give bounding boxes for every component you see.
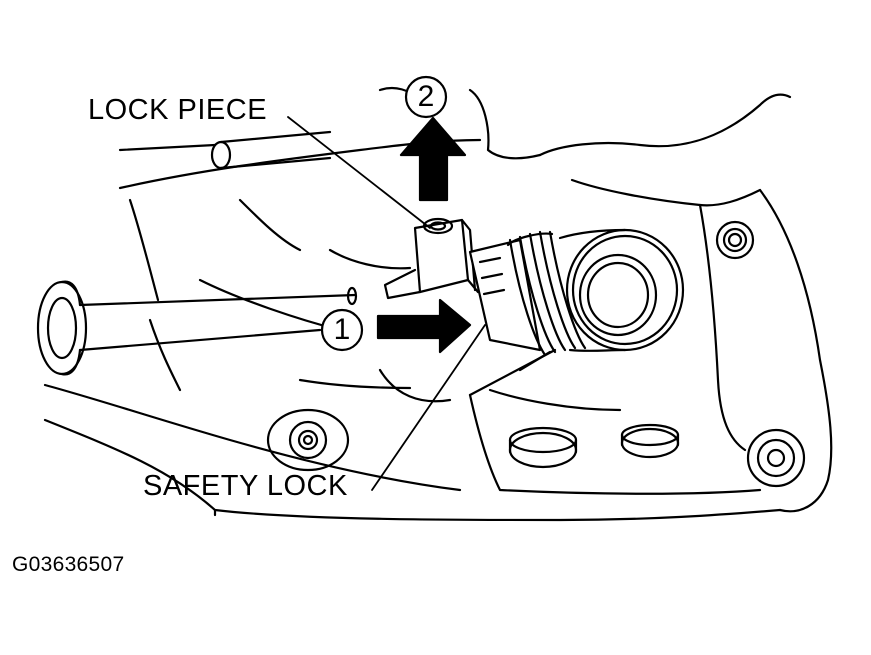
lock-piece-leader bbox=[287, 116, 431, 229]
step-2-number: 2 bbox=[417, 80, 435, 113]
release-rod bbox=[36, 280, 358, 376]
lock-piece-block bbox=[383, 217, 480, 300]
push-right-arrow bbox=[376, 298, 472, 354]
safety-lock-label: SAFETY LOCK bbox=[143, 470, 348, 502]
mounting-bosses bbox=[266, 220, 806, 488]
lock-piece-label: LOCK PIECE bbox=[88, 94, 268, 126]
safety-lock-leader bbox=[371, 324, 486, 491]
figure-id: G03636507 bbox=[12, 553, 125, 576]
step-1-number: 1 bbox=[333, 313, 351, 346]
connector-body bbox=[468, 228, 685, 357]
transmission-housing-outline bbox=[43, 86, 833, 522]
pull-up-arrow bbox=[399, 116, 467, 202]
leader-lines bbox=[287, 116, 486, 491]
step-1-circle bbox=[320, 308, 364, 352]
upper-tube bbox=[210, 130, 332, 170]
step-2-circle bbox=[404, 75, 448, 119]
step-arrows bbox=[376, 116, 472, 354]
step-markers bbox=[320, 75, 448, 352]
